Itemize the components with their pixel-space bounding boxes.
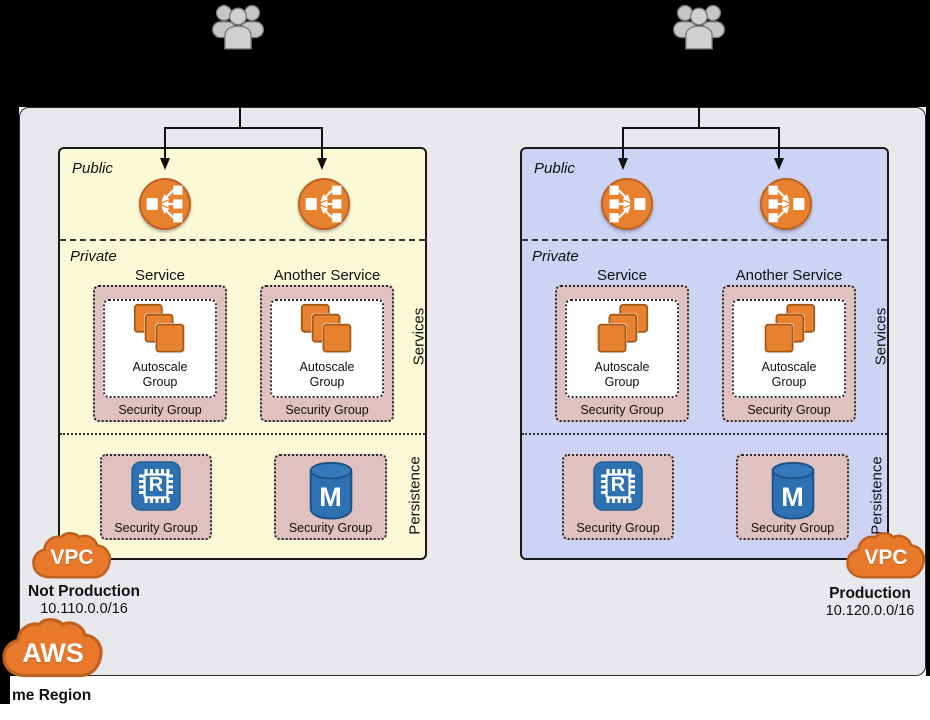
connector-drop — [778, 127, 780, 158]
vpc-cidr-label: 10.110.0.0/16 — [40, 601, 128, 617]
service-title: Another Service — [273, 267, 381, 284]
users-icon — [671, 2, 727, 57]
vpc-name-label: Not Production — [28, 583, 140, 600]
autoscale-group-box: Autoscale Group — [103, 299, 217, 398]
security-group-label: Security Group — [580, 403, 664, 417]
connector-drop — [622, 127, 624, 158]
left-letterbox — [0, 107, 19, 676]
vpc-box-production: Public Private — [520, 147, 890, 560]
right-letterbox — [926, 107, 930, 676]
load-balancer-icon — [139, 178, 191, 230]
load-balancer-icon — [298, 178, 350, 230]
autoscale-group-label: Autoscale Group — [594, 360, 650, 389]
vpc-box-not-production: Public Private — [58, 147, 428, 560]
cylinder-m-icon: M — [767, 460, 819, 520]
security-group-box: Autoscale Group Security Group — [260, 285, 394, 422]
autoscale-group-box: Autoscale Group — [270, 299, 384, 398]
stacked-instances-icon — [764, 303, 816, 353]
autoscale-group-box: Autoscale Group — [732, 299, 846, 398]
connector-drop — [321, 127, 323, 158]
autoscale-group-label: Autoscale Group — [132, 360, 188, 389]
private-subnet-label: Private — [70, 248, 117, 265]
vpc-env-label: Production 10.120.0.0/16 — [800, 585, 930, 619]
security-group-box: R Security Group — [562, 454, 674, 540]
arrowhead-icon — [618, 158, 628, 170]
cylinder-m-icon: M — [305, 460, 357, 520]
service-title: Another Service — [735, 267, 843, 284]
autoscale-group-box: Autoscale Group — [565, 299, 679, 398]
arrowhead-icon — [160, 158, 170, 170]
security-group-label: Security Group — [288, 521, 373, 535]
vpc-cloud-badge: VPC — [30, 532, 114, 582]
connector-branch-right — [622, 127, 780, 129]
service-title: Service — [596, 267, 648, 284]
users-icon — [210, 2, 266, 57]
stacked-instances-icon — [300, 303, 352, 353]
security-group-box: R Security Group — [100, 454, 212, 540]
load-balancer-icon — [601, 178, 653, 230]
bottom-left-notch — [0, 676, 10, 704]
public-subnet-label: Public — [72, 160, 113, 177]
security-group-box: Autoscale Group Security Group — [93, 285, 227, 422]
chip-r-icon: R — [592, 460, 644, 512]
security-group-label: Security Group — [750, 521, 835, 535]
connector-drop — [164, 127, 166, 158]
autoscale-group-label: Autoscale Group — [761, 360, 817, 389]
security-group-label: Security Group — [747, 403, 831, 417]
security-group-label: Security Group — [114, 521, 198, 535]
stacked-instances-icon — [133, 303, 185, 353]
security-group-label: Security Group — [576, 521, 660, 535]
security-group-box: Autoscale Group Security Group — [722, 285, 856, 422]
load-balancer-icon — [760, 178, 812, 230]
security-group-label: Security Group — [285, 403, 369, 417]
region-name-label: me Region — [12, 687, 92, 704]
vpc-cloud-badge: VPC — [844, 532, 928, 582]
security-group-box: Autoscale Group Security Group — [555, 285, 689, 422]
arrowhead-icon — [774, 158, 784, 170]
vpc-cidr-label: 10.120.0.0/16 — [825, 603, 915, 619]
tier-divider — [522, 433, 887, 435]
arrowhead-icon — [317, 158, 327, 170]
security-group-box: M Security Group — [736, 454, 849, 540]
services-tier-label: Services — [410, 307, 428, 366]
private-subnet-label: Private — [532, 248, 579, 265]
security-group-box: M Security Group — [274, 454, 387, 540]
top-letterbox — [0, 0, 930, 107]
vpc-name-label: Production — [829, 585, 911, 602]
vpc-env-label: Not Production 10.110.0.0/16 — [14, 583, 154, 617]
security-group-label: Security Group — [118, 403, 202, 417]
subnet-divider — [60, 239, 425, 241]
autoscale-group-label: Autoscale Group — [299, 360, 355, 389]
public-subnet-label: Public — [534, 160, 575, 177]
tier-divider — [60, 433, 425, 435]
subnet-divider — [522, 239, 887, 241]
chip-r-icon: R — [130, 460, 182, 512]
aws-cloud-badge: AWS — [0, 618, 108, 684]
services-tier-label: Services — [872, 307, 890, 366]
persistence-tier-label: Persistence — [406, 456, 424, 535]
connector-branch-left — [164, 127, 323, 129]
service-title: Service — [134, 267, 186, 284]
stacked-instances-icon — [597, 303, 649, 353]
